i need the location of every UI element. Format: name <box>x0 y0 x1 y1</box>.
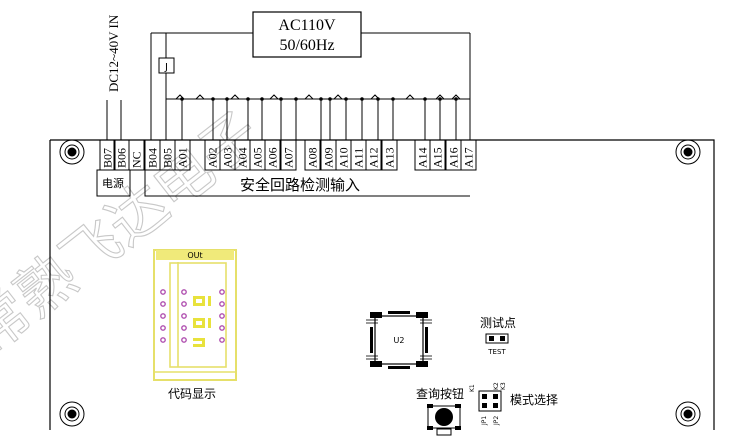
jumper-k1-label: K1 <box>469 384 476 392</box>
chip-label: U2 <box>394 336 405 345</box>
terminal-label-a05: A05 <box>251 147 265 168</box>
power-block-box <box>96 169 131 197</box>
u2-chip: U2 <box>366 311 432 369</box>
query-button-label: 查询按钮 <box>416 386 464 401</box>
terminal-label-a11: A11 <box>352 148 366 168</box>
mounting-hole-tl <box>59 139 85 165</box>
terminal-cell <box>264 139 281 171</box>
terminal-label-a15: A15 <box>431 147 445 168</box>
terminal-label-a13: A13 <box>383 147 397 168</box>
jumper-k3-label: K3 <box>500 382 507 390</box>
test-point-label: 测试点 <box>480 315 516 330</box>
terminal-label-b07: B07 <box>101 148 115 168</box>
terminal-cell <box>381 139 398 171</box>
mounting-hole-bl <box>59 401 85 427</box>
terminal-label-a04: A04 <box>236 147 250 168</box>
power-block-label: 电源 <box>102 176 124 190</box>
terminal-label-a07: A07 <box>282 147 296 168</box>
terminal-label-a09: A09 <box>322 147 336 168</box>
terminal-label-a03: A03 <box>221 147 235 168</box>
mounting-hole-tr <box>675 139 701 165</box>
terminal-cell <box>365 139 382 171</box>
mode-select-label: 模式选择 <box>510 393 558 407</box>
test-pin-label: TEST <box>487 348 506 356</box>
terminal-cell <box>280 139 297 171</box>
jumper-k2-label: K2 <box>493 382 500 390</box>
code-display-header: OUt <box>187 251 202 260</box>
safety-inputs-bracket <box>144 170 470 197</box>
jp2-label: JP2 <box>493 416 500 426</box>
terminal-label-nc: NC <box>130 151 144 168</box>
terminal-label-a06: A06 <box>266 147 280 168</box>
terminal-label-a16: A16 <box>447 147 461 168</box>
terminal-cell <box>128 139 145 171</box>
code-display-label: 代码显示 <box>168 387 216 401</box>
terminal-cell <box>304 139 321 171</box>
terminal-label-a02: A02 <box>206 147 220 168</box>
relay-label: J <box>164 62 168 73</box>
dc-input-label: DC12~40V IN <box>106 14 121 92</box>
ac-frequency-label: 50/60Hz <box>279 37 334 54</box>
safety-inputs-label: 安全回路检测输入 <box>240 176 360 194</box>
terminal-cell <box>460 139 477 171</box>
safety-switch-contacts <box>175 94 461 101</box>
ac-voltage-label: AC110V <box>278 17 336 34</box>
ac-supply-box <box>252 11 362 58</box>
query-button[interactable] <box>427 404 461 436</box>
terminal-label-a14: A14 <box>416 147 430 168</box>
terminal-label-b06: B06 <box>115 148 129 168</box>
terminal-label-a17: A17 <box>462 147 476 168</box>
terminal-label-b05: B05 <box>161 148 175 168</box>
terminal-label-a08: A08 <box>306 147 320 168</box>
terminal-label-b04: B04 <box>146 148 160 168</box>
terminal-drop-wires <box>181 99 457 140</box>
mounting-hole-br <box>675 401 701 427</box>
terminal-cell <box>429 139 446 171</box>
terminal-cell <box>174 139 191 171</box>
terminal-label-a10: A10 <box>337 147 351 168</box>
terminal-label-a01: A01 <box>176 147 190 168</box>
test-point-pins <box>485 333 509 344</box>
mode-jumpers[interactable] <box>478 390 502 412</box>
terminal-label-a12: A12 <box>367 147 381 168</box>
jp1-label: JP1 <box>481 416 488 426</box>
code-display-module: OUt <box>153 249 237 381</box>
